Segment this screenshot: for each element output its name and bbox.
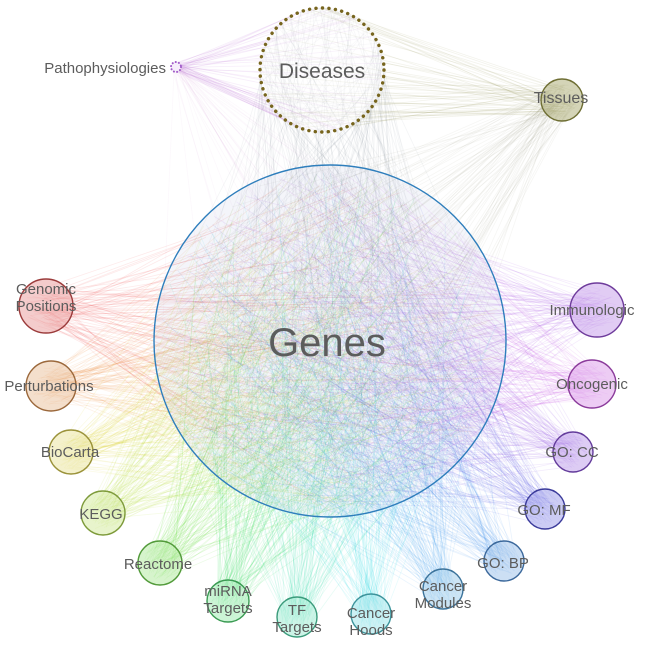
- label-perturbations: Perturbations: [4, 378, 93, 395]
- node-oncogenic[interactable]: [567, 359, 617, 409]
- node-diseases[interactable]: [258, 6, 386, 134]
- node-reactome[interactable]: [137, 540, 183, 586]
- node-biocarta[interactable]: [48, 429, 94, 475]
- node-go-bp[interactable]: [483, 540, 525, 582]
- edge-bundle-diseases-genes: [166, 7, 500, 504]
- label-diseases: Diseases: [279, 60, 365, 83]
- label-tissues: Tissues: [534, 90, 589, 107]
- edge-bundle-biocarta-genes: [56, 174, 500, 507]
- edge-bundle-mirna-targets-genes: [184, 189, 477, 618]
- edge-bundle-go-mf-genes: [170, 173, 561, 525]
- edge-bundle-cancer-modules-genes: [161, 182, 486, 605]
- edge-bundle-kegg-genes: [85, 177, 496, 529]
- label-oncogenic: Oncogenic: [556, 376, 628, 393]
- node-mirna-targets[interactable]: [206, 579, 250, 623]
- label-reactome: Reactome: [124, 556, 192, 573]
- edge-bundle-diseases-tissues: [260, 7, 577, 133]
- edge-bundle-pathophysiologies-genes: [162, 62, 485, 472]
- node-cancer-hoods[interactable]: [350, 593, 392, 635]
- edge-bundle-tissues-genes: [177, 83, 578, 505]
- label-go-mf: GO: MF: [517, 502, 570, 519]
- label-genes: Genes: [268, 321, 386, 365]
- node-genes[interactable]: [153, 164, 507, 518]
- node-kegg[interactable]: [80, 490, 126, 536]
- node-perturbations[interactable]: [25, 360, 77, 412]
- label-immunologic: Immunologic: [549, 302, 635, 319]
- label-pathophysiologies: Pathophysiologies: [44, 60, 166, 77]
- edge-bundle-go-bp-genes: [161, 194, 520, 575]
- edge-bundle-pathophysiologies-diseases: [171, 7, 384, 133]
- edge-bundle-tf-targets-genes: [169, 178, 492, 633]
- node-go-cc[interactable]: [552, 431, 594, 473]
- node-immunologic[interactable]: [569, 282, 625, 338]
- node-tissues[interactable]: [540, 78, 584, 122]
- edge-bundle-reactome-genes: [143, 173, 488, 581]
- edge-bundle-oncogenic-genes: [169, 173, 609, 502]
- node-pathophysiologies[interactable]: [170, 61, 182, 73]
- node-layer: [18, 6, 625, 638]
- node-genomic-positions[interactable]: [18, 278, 74, 334]
- edge-bundle-go-cc-genes: [162, 173, 589, 502]
- edge-bundle-immunologic-genes: [173, 178, 618, 490]
- edge-bundle-genomic-positions-genes: [26, 182, 471, 513]
- node-go-mf[interactable]: [524, 488, 566, 530]
- edge-layer: [26, 7, 618, 633]
- node-tf-targets[interactable]: [276, 596, 318, 638]
- label-go-bp: GO: BP: [477, 555, 529, 572]
- label-go-cc: GO: CC: [545, 444, 599, 461]
- node-cancer-modules[interactable]: [422, 568, 464, 610]
- label-kegg: KEGG: [79, 506, 122, 523]
- label-biocarta: BioCarta: [41, 444, 100, 461]
